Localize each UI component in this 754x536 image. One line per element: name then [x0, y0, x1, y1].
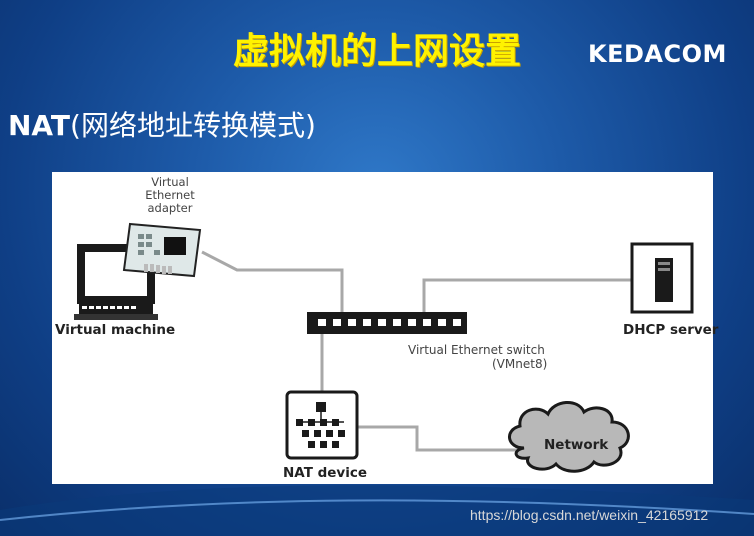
network-diagram	[74, 222, 694, 473]
diagram-panel: Virtual Ethernet adapter Virtual machine…	[52, 172, 718, 484]
ethernet-switch-icon	[307, 312, 467, 334]
network-label: Network	[544, 437, 609, 453]
slide-subtitle: NAT(网络地址转换模式)	[8, 104, 316, 144]
dhcp-to-switch-line	[422, 278, 632, 322]
switch-label: Virtual Ethernet switch	[408, 343, 545, 357]
subtitle-chinese: (网络地址转换模式)	[70, 109, 316, 142]
brand-logo: KEDACOM	[588, 40, 727, 68]
nat-device-icon	[285, 390, 359, 460]
connection-lines	[201, 250, 632, 452]
dhcp-server-icon	[630, 242, 694, 314]
vm-to-switch-line	[201, 250, 344, 322]
slide-title: 虚拟机的上网设置	[232, 31, 521, 72]
network-cloud-icon	[508, 401, 630, 473]
decorative-wave	[0, 485, 754, 536]
nat-device-label: NAT device	[283, 465, 368, 481]
dhcp-server-label: DHCP server	[623, 322, 719, 338]
subtitle-acronym: NAT	[8, 109, 71, 142]
ethernet-adapter-icon	[122, 222, 202, 278]
virtual-machine-icon	[74, 244, 158, 320]
watermark-url: https://blog.csdn.net/weixin_42165912	[470, 507, 709, 523]
switch-sublabel: (VMnet8)	[492, 357, 548, 371]
nat-to-network-line	[357, 425, 522, 452]
virtual-machine-label: Virtual machine	[55, 322, 176, 338]
adapter-label: Virtual Ethernet adapter	[145, 175, 195, 215]
